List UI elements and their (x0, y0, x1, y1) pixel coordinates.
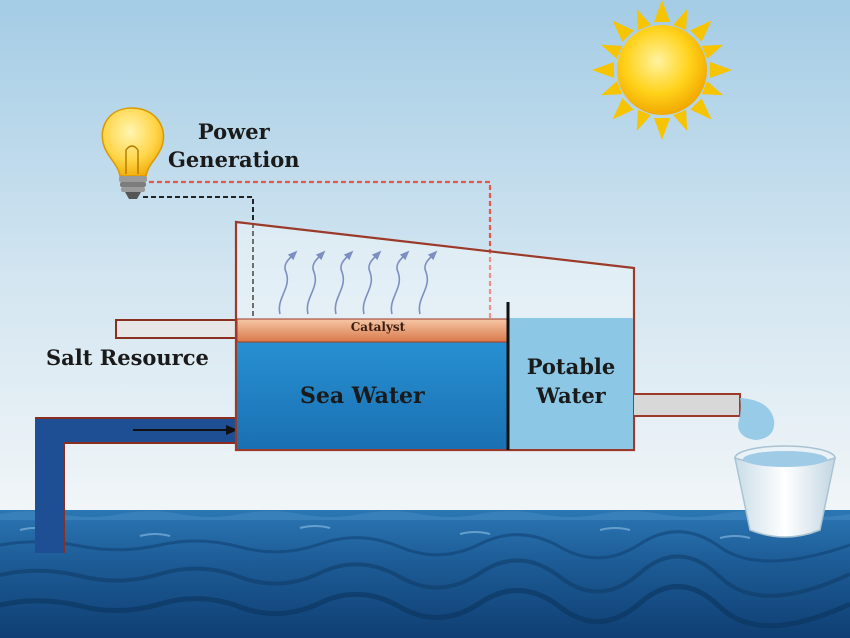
potable-label-line1: Potable (526, 354, 616, 379)
sea-water-label: Sea Water (300, 383, 425, 409)
power-generation-label: Power Generation (168, 118, 300, 174)
light-bulb-icon (101, 107, 165, 199)
sun-icon (592, 0, 732, 140)
outlet-pipe (634, 393, 741, 417)
ocean (0, 510, 850, 638)
black-wire (143, 196, 254, 318)
sea-water-tank (237, 342, 507, 449)
water-stream (738, 398, 775, 440)
flow-arrow-icon (133, 425, 238, 435)
vapor-arrow-icon (278, 250, 438, 315)
salt-pipe (115, 319, 237, 339)
potable-water-tank (509, 318, 633, 449)
salt-resource-label: Salt Resource (46, 345, 209, 370)
power-label-line1: Power (197, 119, 270, 144)
power-label-line2: Generation (168, 147, 300, 172)
potable-water-label: Potable Water (512, 352, 630, 410)
cup-icon (734, 445, 836, 538)
catalyst-label: Catalyst (350, 320, 406, 334)
red-wire (149, 180, 492, 318)
potable-label-line2: Water (536, 383, 606, 408)
